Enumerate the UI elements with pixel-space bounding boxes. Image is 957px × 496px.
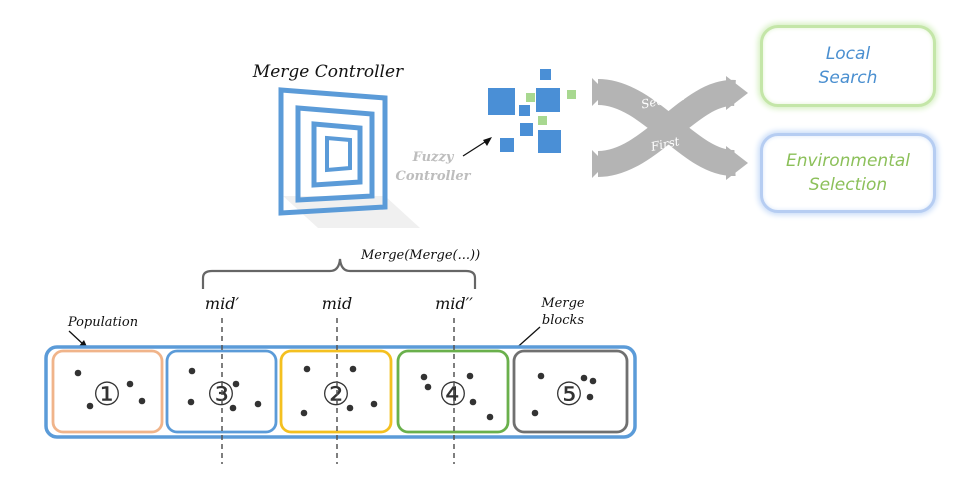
block-1-number: ① xyxy=(93,375,122,413)
merge-controller-title: Merge Controller xyxy=(252,62,404,82)
block-4 xyxy=(396,349,510,434)
fuzzy-controller-label-2: Controller xyxy=(396,169,472,184)
block-1 xyxy=(51,349,164,434)
block-2 xyxy=(279,349,393,434)
merge-blocks-label-1: Merge xyxy=(540,296,585,311)
fuzzy-controller-label-1: Fuzzy xyxy=(412,150,455,165)
block-3-number: ③ xyxy=(207,375,236,413)
population-label: Population xyxy=(67,315,138,330)
merge-brace xyxy=(201,258,477,289)
environmental-selection-option: Environmental Selection xyxy=(760,133,936,213)
merge-formula: Merge(Merge(...)) xyxy=(360,248,480,263)
label-mid-double-prime: mid′′ xyxy=(435,294,473,313)
order-label-first: First xyxy=(649,134,681,154)
block-5 xyxy=(512,349,629,434)
env-selection-label-1: Environmental xyxy=(785,151,911,171)
order-cross-arrows-icon xyxy=(592,76,748,180)
merge-blocks-label-2: blocks xyxy=(542,313,584,328)
merge-controller-icon xyxy=(278,87,420,228)
fuzzy-controller-icon xyxy=(488,69,576,153)
label-mid-prime: mid′ xyxy=(205,294,240,313)
fuzzy-pointer-arrow xyxy=(462,137,492,157)
local-search-label-1: Local xyxy=(825,44,871,64)
block-5-number: ⑤ xyxy=(555,375,584,413)
local-search-option: Local Search xyxy=(760,25,936,107)
block-4-number: ④ xyxy=(439,375,468,413)
block-2-number: ② xyxy=(322,375,351,413)
local-search-label-2: Search xyxy=(818,68,878,88)
env-selection-label-2: Selection xyxy=(808,175,888,195)
label-mid: mid xyxy=(322,294,353,313)
